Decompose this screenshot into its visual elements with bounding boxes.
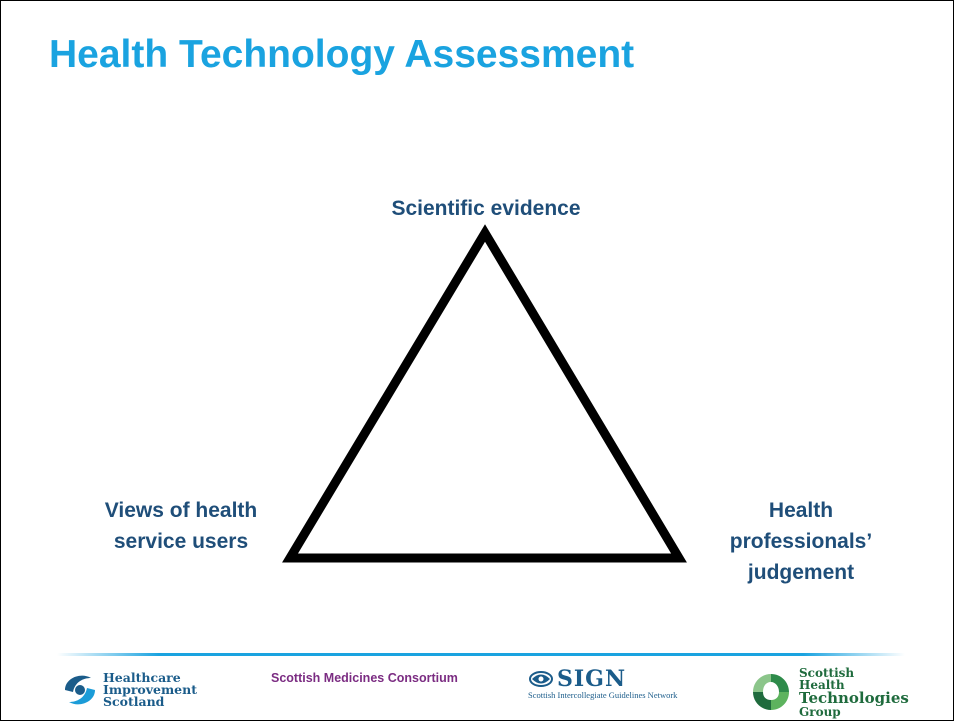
- sign-subtitle: Scottish Intercollegiate Guidelines Netw…: [528, 690, 678, 700]
- sign-logo: SIGN Scottish Intercollegiate Guidelines…: [528, 666, 713, 700]
- label-professionals-judgement: Health professionals’ judgement: [701, 495, 901, 588]
- hc-logo-line: Scotland: [103, 694, 165, 709]
- label-views-of-users: Views of health service users: [71, 495, 291, 557]
- slide-title: Health Technology Assessment: [49, 33, 635, 76]
- hc-logo-line: Improvement: [103, 682, 197, 697]
- hc-logo-line: Healthcare: [103, 670, 181, 685]
- sign-logo-row: SIGN: [528, 666, 713, 692]
- label-line: judgement: [747, 561, 855, 584]
- sht-group-logo: Scottish Health Technologies Group: [749, 663, 909, 720]
- healthcare-improvement-scotland-logo: Healthcare Improvement Scotland: [61, 669, 197, 711]
- sht-logo-line: Group: [799, 704, 841, 719]
- label-line: Views of health: [104, 499, 258, 522]
- sht-logo-line: Technologies: [799, 688, 909, 707]
- label-line: service users: [113, 530, 249, 553]
- footer-divider: [57, 653, 905, 656]
- label-line: professionals’: [729, 530, 873, 553]
- triangle-shape: [282, 224, 687, 563]
- sign-name: SIGN: [557, 666, 627, 692]
- sht-group-logo-icon: [753, 674, 789, 710]
- hc-logo-text: Healthcare Improvement Scotland: [103, 670, 197, 709]
- sign-thistle-icon: [529, 671, 553, 687]
- healthcare-improvement-scotland-logo-icon: [65, 675, 95, 705]
- smc-logo-text: Scottish Medicines Consortium: [271, 671, 458, 685]
- sht-logo-text: Scottish Health Technologies Group: [799, 667, 909, 718]
- sht-logo-line: Scottish: [799, 665, 855, 680]
- sht-logo-line: Health: [799, 677, 845, 692]
- label-scientific-evidence: Scientific evidence: [391, 197, 581, 220]
- label-line: Health: [768, 499, 834, 522]
